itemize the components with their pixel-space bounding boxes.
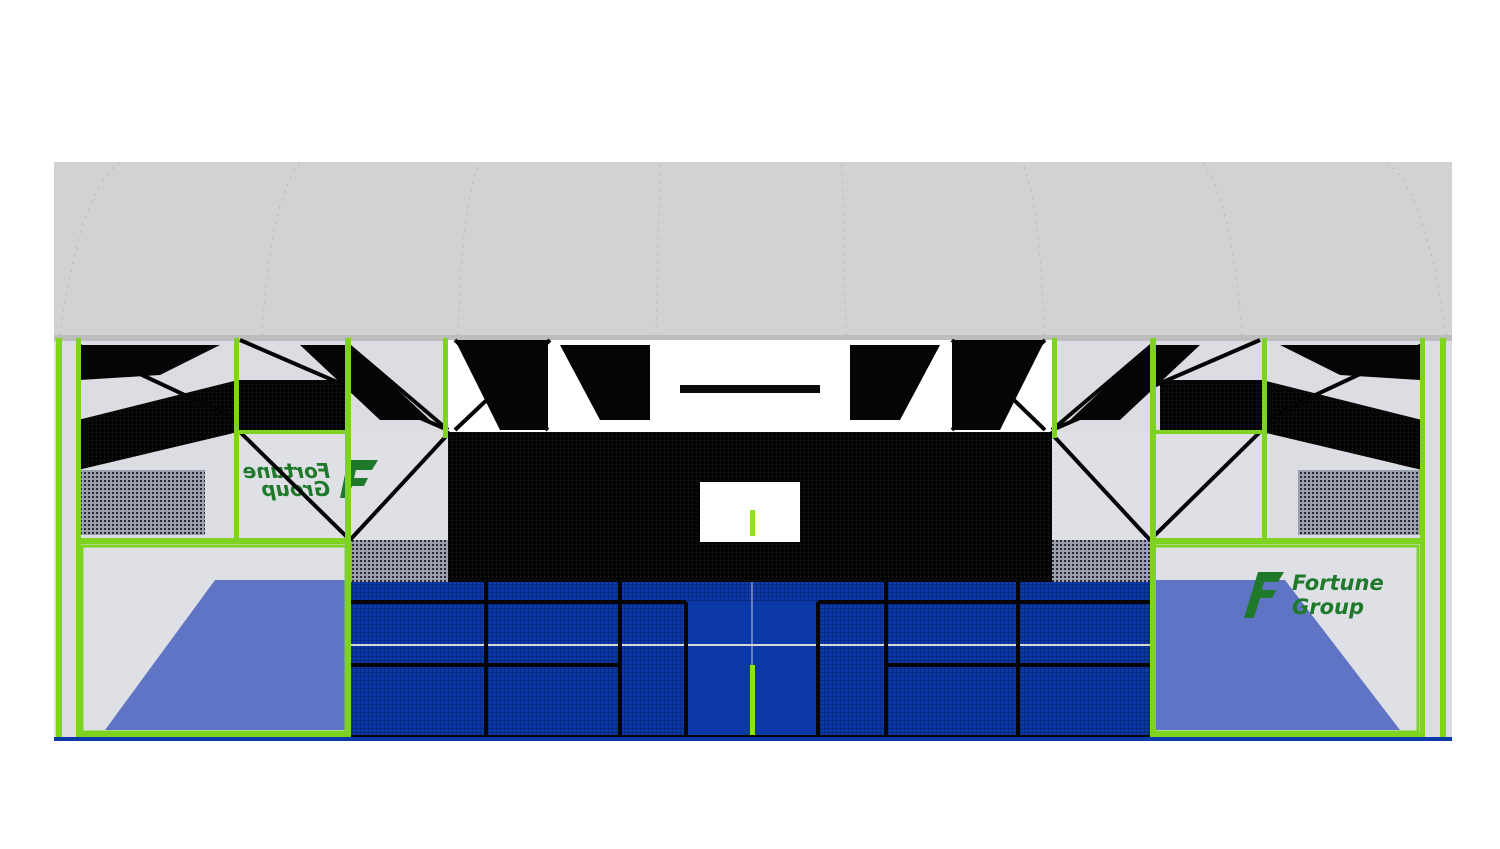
right-end-structure: Fortune Group: [1052, 380, 1422, 735]
fortune-group-logo-icon: [1244, 572, 1284, 618]
canopy-roof: [54, 161, 1452, 341]
logo-line2: Group: [1292, 595, 1364, 619]
logo-line1: Fortune: [1292, 571, 1384, 595]
net-post: [750, 665, 755, 735]
base-strip: [54, 737, 1452, 741]
roof-truss-panels: [80, 340, 1420, 430]
green-frame: [56, 338, 1446, 738]
logo-fortune-group: Fortune Group: [1244, 571, 1384, 619]
left-end-structure: Fortune Group: [78, 380, 448, 735]
